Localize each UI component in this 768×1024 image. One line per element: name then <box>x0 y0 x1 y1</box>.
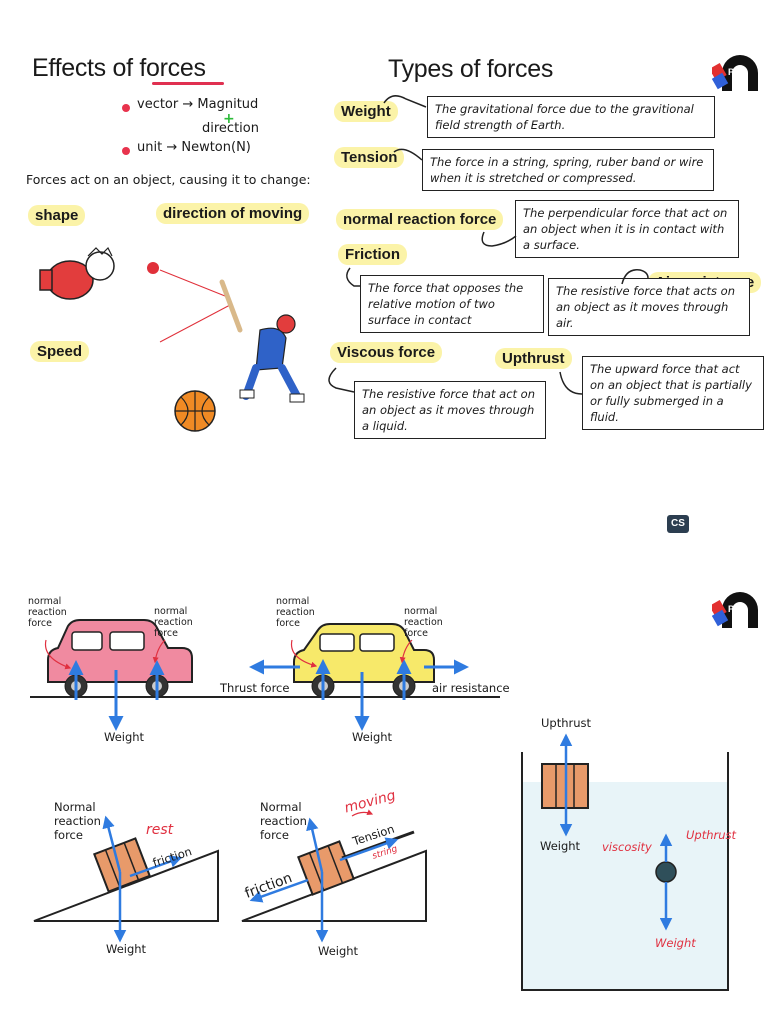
cs-badge[interactable]: CS <box>667 515 689 533</box>
type-label-weight: Weight <box>334 101 398 122</box>
liquid <box>523 782 727 989</box>
car1-nrf-right: normal reaction force <box>154 606 193 639</box>
vector-text: vector → Magnitud <box>137 97 259 112</box>
ball-icon <box>147 262 159 274</box>
shape-label: shape <box>28 205 86 226</box>
type-label-viscous: Viscous force <box>330 342 443 363</box>
type-desc-weight: The gravitational force due to the gravi… <box>427 96 715 138</box>
direction-text: direction <box>202 121 259 136</box>
plus-icon: + <box>223 111 235 127</box>
tank-weight-box: Weight <box>540 839 581 853</box>
logo-text: PLA <box>728 67 746 77</box>
bullet-dot-icon <box>122 147 130 155</box>
basketball-icon <box>174 390 216 432</box>
slope2-weight: Weight <box>318 944 359 958</box>
tank-outline <box>521 752 729 991</box>
type-desc-viscous: The resistive force that act on an objec… <box>354 381 546 439</box>
type-label-upthrust: Upthrust <box>495 348 572 369</box>
slope1-state: rest <box>146 822 174 838</box>
logo-magnet-icon: PLA <box>712 45 764 99</box>
logo-magnet-icon: PLA <box>712 582 764 636</box>
effects-title: Effects of forces <box>32 54 206 82</box>
type-label-friction: Friction <box>338 244 407 265</box>
string-line <box>341 830 415 860</box>
slope1-normal: Normal reaction force <box>54 800 101 842</box>
tank-upthrust-ball: Upthrust <box>686 828 737 842</box>
unit-text: unit → Newton(N) <box>137 140 251 155</box>
car1-nrf-left: normal reaction force <box>28 596 67 629</box>
crate-icon <box>93 837 151 893</box>
type-desc-tension: The force in a string, spring, ruber ban… <box>422 149 714 191</box>
title-underline <box>152 82 224 85</box>
type-desc-normal-reaction: The perpendicular force that act on an o… <box>515 200 739 258</box>
type-desc-air-resistance: The resistive force that acts on an obje… <box>548 278 750 336</box>
tank-weight-ball: Weight <box>655 936 696 950</box>
tank-viscosity: viscosity <box>602 840 652 854</box>
boxing-glove-icon <box>39 246 115 300</box>
direction-of-moving-label: direction of moving <box>156 203 310 224</box>
speed-label: Speed <box>30 341 90 362</box>
car2-nrf-right: normal reaction force <box>404 606 443 639</box>
thrust-force-label: Thrust force <box>220 681 290 695</box>
slope1-weight: Weight <box>106 942 147 956</box>
car1-weight: Weight <box>104 730 145 744</box>
car2-weight: Weight <box>352 730 393 744</box>
intro-text: Forces act on an object, causing it to c… <box>26 172 311 187</box>
logo-text: PLA <box>728 604 746 614</box>
tank-upthrust-top: Upthrust <box>541 716 592 730</box>
ball-icon <box>655 861 677 883</box>
incline-1 <box>33 849 219 922</box>
car2-nrf-left: normal reaction force <box>276 596 315 629</box>
crate-icon <box>297 840 355 896</box>
type-desc-friction: The force that opposes the relative moti… <box>360 275 544 333</box>
types-title: Types of forces <box>388 55 554 83</box>
cricket-player-icon <box>219 279 305 403</box>
slope2-normal: Normal reaction force <box>260 800 307 842</box>
air-resistance-label: air resistance <box>432 681 510 695</box>
type-label-normal-reaction: normal reaction force <box>336 209 504 230</box>
bullet-dot-icon <box>122 104 130 112</box>
type-label-tension: Tension <box>334 147 405 168</box>
type-desc-upthrust: The upward force that act on an object t… <box>582 356 764 430</box>
